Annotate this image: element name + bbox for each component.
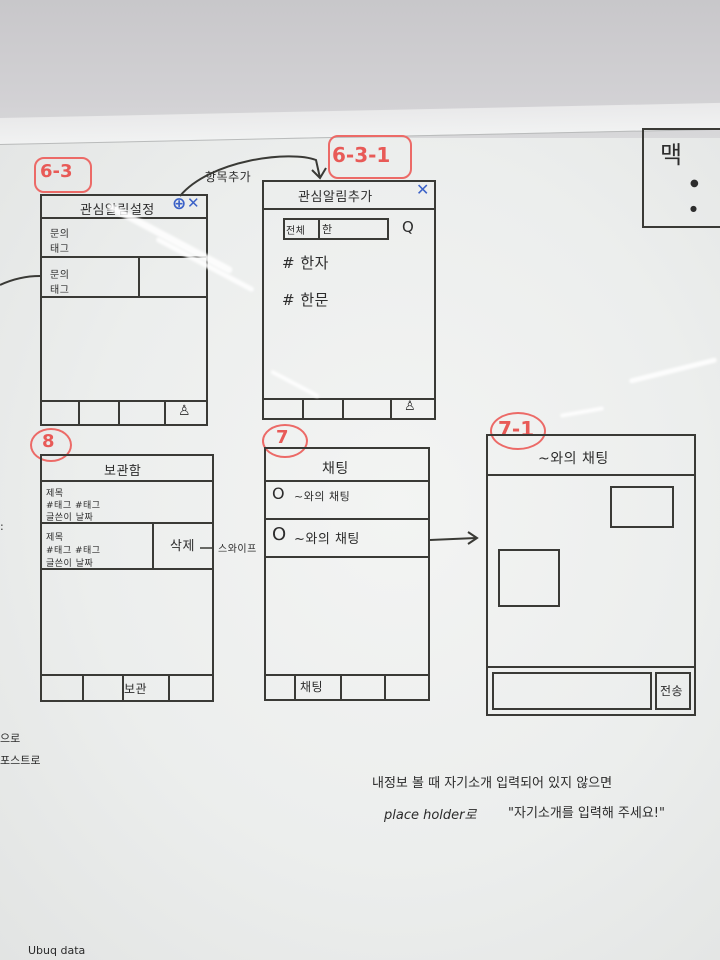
tab-divider	[390, 398, 392, 420]
divider	[40, 522, 214, 524]
divider	[40, 256, 208, 258]
person-icon[interactable]: ♙	[178, 403, 192, 419]
message-bubble-right	[610, 486, 674, 528]
divider	[264, 518, 430, 520]
tab-divider	[168, 674, 170, 702]
send-button-frame[interactable]	[655, 672, 691, 710]
tab-chat[interactable]: 채팅	[300, 680, 324, 694]
search-box[interactable]	[283, 218, 389, 240]
delete-button[interactable]: 삭제	[170, 539, 195, 554]
bottom-note-2-prefix: place holder로	[384, 808, 477, 823]
whiteboard	[0, 138, 720, 960]
top-right-title: 맥	[660, 141, 683, 169]
add-item-annotation: 항목추가	[205, 170, 252, 184]
bottom-left-note: Ubuq data	[28, 944, 86, 957]
close-icon[interactable]: ✕	[187, 194, 201, 212]
chat-item[interactable]: ~와의 채팅	[294, 490, 351, 503]
tab-divider	[342, 398, 344, 420]
row1-line1: 문의	[50, 229, 70, 240]
tab-divider	[122, 674, 124, 702]
input-bar-top	[486, 666, 696, 668]
top-right-frame	[642, 128, 720, 228]
search-icon[interactable]: Q	[402, 218, 415, 236]
tab-divider	[340, 674, 342, 701]
tag-7-1: 7-1	[498, 417, 535, 441]
screen-8	[40, 454, 214, 702]
screen-7	[264, 447, 430, 701]
bottom-note-2-quote: "자기소개를 입력해 주세요!"	[508, 806, 665, 821]
divider	[40, 480, 214, 482]
tab-divider	[118, 400, 120, 426]
row-meta: 글쓴이 날짜	[46, 559, 94, 569]
tag-6-3: 6-3	[40, 161, 73, 182]
tag-6-3-1-box	[328, 135, 412, 179]
tab-divider	[384, 674, 386, 701]
avatar: O	[272, 524, 287, 545]
row-meta: 글쓴이 날짜	[46, 513, 94, 523]
top-right-bullet: ●	[690, 178, 700, 189]
filter-dropdown[interactable]: 전체	[286, 226, 306, 237]
left-note-3: :	[0, 520, 4, 533]
screen-6-3	[40, 194, 208, 426]
tag-7-1-circle	[490, 412, 546, 450]
screen-7-title: 채팅	[322, 461, 349, 477]
dropdown-divider	[318, 218, 320, 240]
person-icon[interactable]: ♙	[404, 399, 417, 414]
search-input[interactable]: 한	[322, 223, 333, 236]
result-item[interactable]: # 한문	[282, 291, 329, 309]
tab-divider	[78, 400, 80, 426]
divider	[138, 256, 140, 296]
row1-line2: 태그	[50, 244, 70, 255]
screen-6-3-1	[262, 180, 436, 420]
avatar: O	[272, 484, 286, 503]
divider	[262, 208, 436, 210]
tag-7: 7	[276, 427, 289, 448]
tag-8: 8	[42, 431, 55, 452]
divider	[40, 296, 208, 298]
screen-6-3-1-title: 관심알림추가	[298, 190, 373, 205]
close-icon[interactable]: ✕	[416, 180, 430, 199]
left-note-1: 으로	[0, 732, 21, 745]
add-icon[interactable]: ⊕	[172, 194, 187, 214]
tag-6-3-circle	[34, 157, 92, 193]
result-item[interactable]: # 한자	[282, 254, 329, 272]
divider	[264, 480, 430, 482]
tag-8-circle	[30, 428, 72, 462]
tab-divider	[302, 398, 304, 420]
row2-line1: 문의	[50, 270, 70, 281]
tabbar-top	[262, 398, 436, 400]
screen-8-title: 보관함	[104, 464, 142, 479]
tab-divider	[294, 674, 296, 701]
send-button[interactable]: 전송	[660, 684, 684, 698]
row2-line2: 태그	[50, 285, 70, 296]
row-title: 제목	[46, 489, 64, 499]
row-title: 제목	[46, 533, 64, 543]
divider	[40, 568, 214, 570]
row-tags: #태그 #태그	[46, 546, 101, 556]
left-note-2: 포스트로	[0, 754, 41, 767]
tabbar-top	[264, 674, 430, 676]
bottom-note-1: 내정보 볼 때 자기소개 입력되어 있지 않으면	[372, 776, 613, 791]
message-bubble-left	[498, 549, 560, 607]
tab-divider	[82, 674, 84, 702]
tabbar-top	[40, 400, 208, 402]
tag-7-circle	[262, 424, 308, 458]
tab-divider	[164, 400, 166, 426]
swipe-annotation: 스와이프	[218, 544, 257, 555]
chat-item[interactable]: ~와의 채팅	[294, 532, 360, 547]
delete-divider	[152, 522, 154, 568]
top-right-bullet-2: ●	[690, 204, 698, 213]
tab-storage[interactable]: 보관	[124, 682, 148, 696]
screen-7-1-title: ~와의 채팅	[538, 451, 609, 467]
tabbar-top	[40, 674, 214, 676]
screen-7-1	[486, 434, 696, 716]
tag-6-3-1: 6-3-1	[332, 143, 391, 167]
message-input[interactable]	[492, 672, 652, 710]
row-tags: #태그 #태그	[46, 501, 101, 511]
divider	[264, 556, 430, 558]
divider	[486, 474, 696, 476]
